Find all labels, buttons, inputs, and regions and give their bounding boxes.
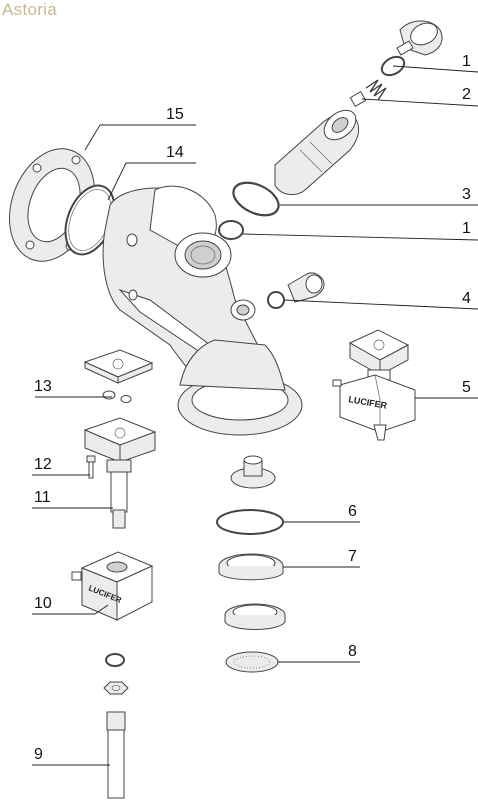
part-4-fitting xyxy=(267,272,325,309)
valve-housing xyxy=(274,109,360,196)
part-2-valve-pin xyxy=(349,90,367,108)
part-11-valve-stem xyxy=(83,417,157,529)
part-7-group-gasket xyxy=(218,553,284,581)
callout-labels: 1 2 3 1 4 15 14 5 13 12 11 6 7 10 8 9 xyxy=(34,53,471,763)
callout-leaders xyxy=(32,65,478,766)
shower-holder xyxy=(224,603,286,630)
brand-logo: Astoria xyxy=(2,0,58,19)
part-1-ring-lower xyxy=(218,220,244,240)
main-body-casting xyxy=(102,185,303,436)
part-10-coil: LUCIFER xyxy=(71,551,154,621)
part-6-gasket xyxy=(216,455,284,535)
callout-3: 3 xyxy=(462,186,471,203)
callout-11: 11 xyxy=(34,489,51,506)
callout-14: 14 xyxy=(166,144,184,161)
part-9-tube-assembly xyxy=(103,653,129,799)
callout-1-lower: 1 xyxy=(462,220,471,237)
callout-1-upper: 1 xyxy=(462,53,471,70)
callout-15: 15 xyxy=(166,106,184,123)
callout-6: 6 xyxy=(348,503,357,520)
callout-7: 7 xyxy=(348,548,357,565)
part-12-bolt xyxy=(86,455,96,479)
part-5-solenoid: LUCIFER xyxy=(332,329,416,441)
part-13-gasket xyxy=(83,349,154,403)
part-3-oring xyxy=(232,181,280,217)
callout-10: 10 xyxy=(34,595,52,612)
callout-4: 4 xyxy=(462,290,471,307)
callout-2: 2 xyxy=(462,86,471,103)
part-8-shower-screen xyxy=(225,651,279,673)
callout-13: 13 xyxy=(34,378,52,395)
callout-12: 12 xyxy=(34,456,52,473)
callout-9: 9 xyxy=(34,746,43,763)
callout-5: 5 xyxy=(462,379,471,396)
spring xyxy=(365,79,387,101)
callout-8: 8 xyxy=(348,643,357,660)
cap-plug xyxy=(396,20,443,56)
